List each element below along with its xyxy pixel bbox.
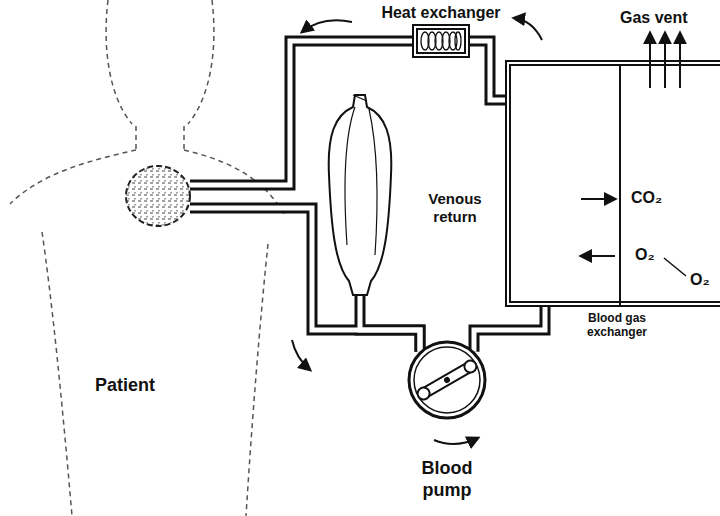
tube-wall: [474, 307, 545, 352]
gas-exchanger-inner: [511, 66, 720, 301]
tube-wall: [360, 295, 420, 352]
blood-pump-label: Blood pump: [415, 458, 479, 501]
o2-supply-label: O₂: [690, 270, 710, 289]
gas-vent-label: Gas vent: [620, 8, 688, 27]
heat-exchanger-box: Heat exchanger: [412, 24, 470, 58]
patient-outline: [10, 0, 284, 516]
flow-arrow: [434, 438, 478, 444]
flow-arrow: [292, 340, 310, 370]
co2-label: CO₂: [631, 188, 662, 207]
flow-arrow: [302, 20, 352, 32]
tube-walls: [190, 41, 545, 352]
venous-return-label: Venous return: [413, 190, 497, 226]
o2-arrow: [581, 255, 615, 257]
o2-label: O₂: [635, 245, 655, 264]
tube-bores: [190, 41, 545, 352]
tube-bore: [470, 41, 505, 100]
heart: [126, 166, 190, 226]
neck-left-outline: [135, 126, 137, 150]
heat-exchanger-label: Heat exchanger: [381, 3, 500, 22]
pump-circle: [409, 342, 485, 418]
blood-gas-exchanger: CO₂O₂Blood gas exchanger: [505, 60, 720, 307]
membrane-line: [619, 66, 621, 307]
flow-arrow: [514, 18, 542, 40]
reservoir-bag: [325, 95, 395, 295]
reservoir-outline: [329, 95, 392, 295]
coil-windings: [421, 32, 461, 50]
roller: [462, 358, 478, 374]
leader-line: [664, 258, 686, 276]
heat-coil: [418, 30, 464, 52]
pump-rotor: [415, 358, 478, 401]
rotor-hub: [444, 377, 449, 382]
reservoir-fold: [345, 95, 377, 255]
pump-inner-circle: [414, 347, 480, 413]
tube-bore: [360, 295, 420, 352]
face-right-outline: [188, 0, 214, 124]
tube-bore: [474, 307, 545, 352]
tube-wall: [470, 41, 505, 100]
blood-pump: Blood pump: [407, 340, 487, 420]
face-left-outline: [106, 0, 132, 124]
neck-right-outline: [183, 126, 185, 150]
shoulder-left-outline: [10, 150, 136, 204]
patient-label: Patient: [95, 375, 155, 397]
gas-exchanger-label: Blood gas exchanger: [569, 311, 665, 340]
pump-housing: [407, 340, 487, 420]
co2-arrow: [581, 198, 615, 200]
venous-reservoir: Venous return: [325, 95, 395, 295]
patient-figure: Patient: [0, 0, 190, 516]
coil-winding: [455, 32, 461, 50]
arm-right-outline: [246, 244, 268, 516]
roller: [415, 385, 431, 401]
arm-left-outline: [42, 232, 72, 516]
